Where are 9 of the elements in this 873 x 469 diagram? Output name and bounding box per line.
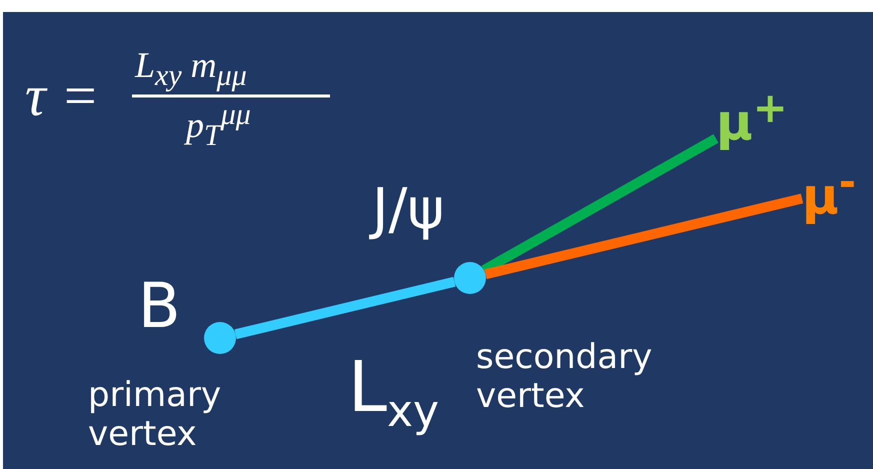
particle-track (234, 276, 456, 340)
particle-label: B (138, 270, 181, 342)
vertex-label: secondary vertex (476, 338, 654, 416)
particle-track (484, 194, 804, 280)
formula-numerator: L$_{xy}$ m$_{μμ}$ (135, 44, 247, 94)
particle-label: μ$^{+}$ (716, 84, 788, 152)
formula-text: τ = (25, 62, 100, 129)
particle-label: μ$^{-}$ (802, 158, 856, 226)
vertex-label: primary vertex (88, 376, 222, 454)
